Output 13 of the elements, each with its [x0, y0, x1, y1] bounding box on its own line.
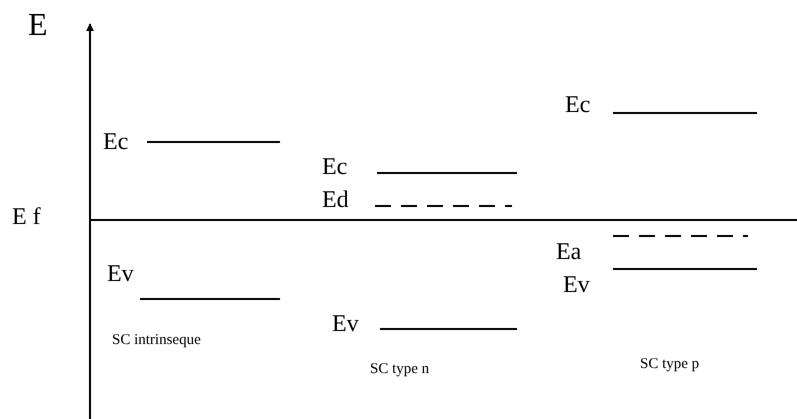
level-label: Ev	[107, 262, 134, 286]
level-label: Ev	[563, 273, 590, 297]
level-label: Ea	[556, 240, 582, 264]
axis-label: E	[28, 8, 48, 40]
fermi-level-label: E f	[12, 205, 41, 229]
panel-caption: SC type n	[370, 362, 430, 377]
panel-caption: SC type p	[640, 357, 700, 372]
level-label: Ec	[322, 155, 348, 179]
level-label: Ed	[322, 188, 349, 212]
level-label: Ev	[332, 312, 359, 336]
panel-caption: SC intrinseque	[112, 333, 201, 348]
level-label: Ec	[565, 93, 590, 117]
level-label: Ec	[103, 130, 128, 154]
